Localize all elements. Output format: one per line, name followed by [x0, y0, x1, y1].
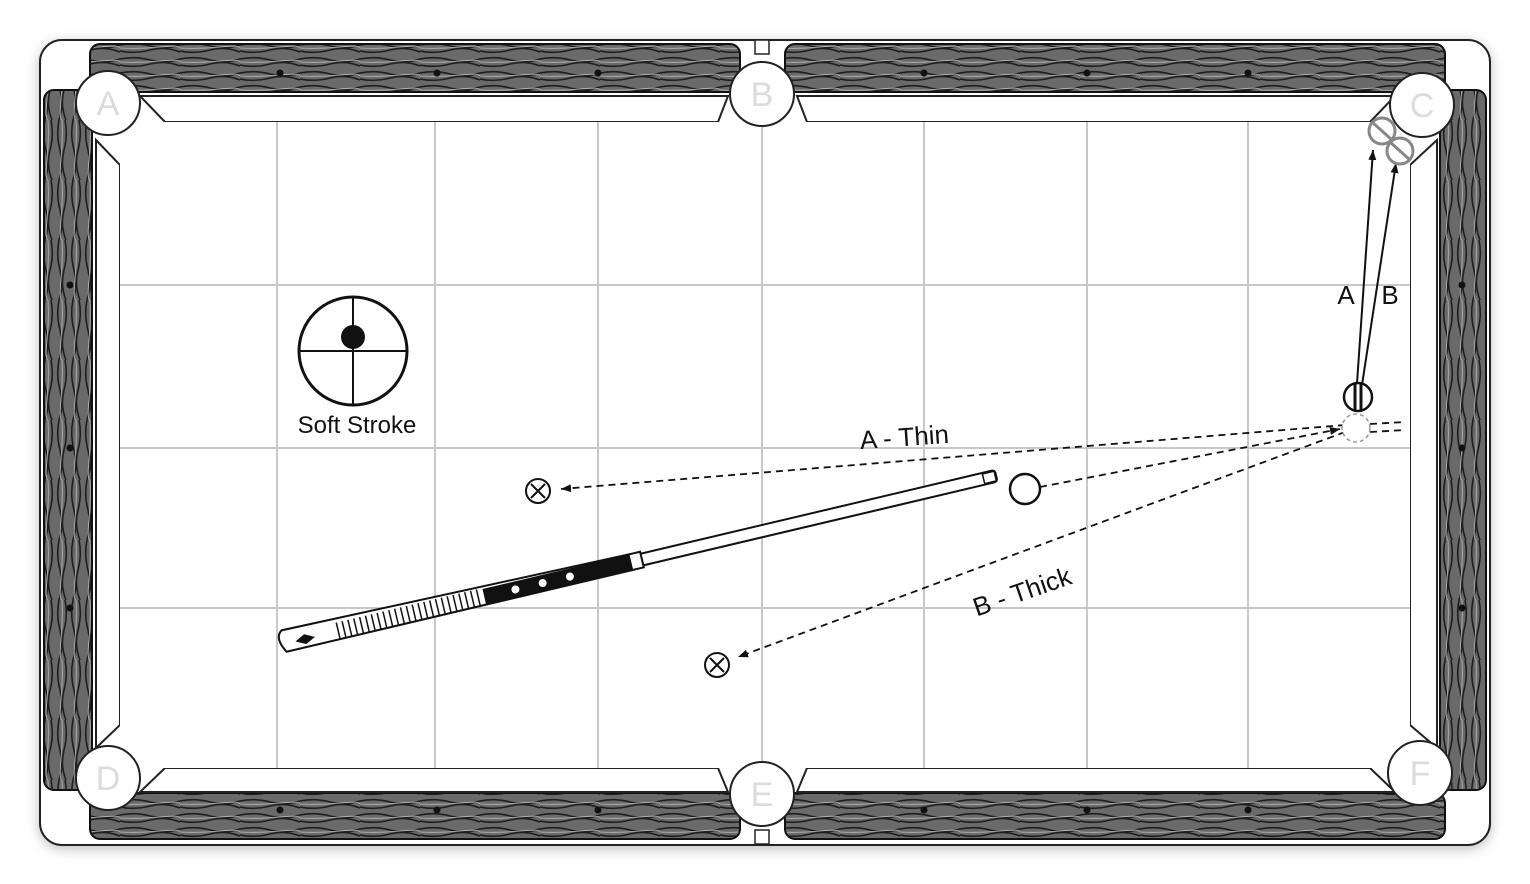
grid-lines: [120, 122, 1410, 768]
pocket-label-b: B: [751, 76, 774, 114]
top-rail-right: [784, 43, 1446, 93]
cushion-bottom-right: [795, 767, 1398, 793]
pocket-label-a: A: [97, 85, 120, 123]
diamond: [1244, 806, 1252, 814]
cue-ball-path-to-object: [1039, 426, 1341, 488]
bottom-rail-left: [89, 792, 741, 840]
cue-forearm: [482, 554, 633, 605]
cushion-left: [95, 137, 121, 751]
object-path-a: [1355, 149, 1377, 399]
diamond: [433, 806, 441, 814]
pocket-a: A: [75, 70, 141, 136]
ghost-balls: [1367, 116, 1415, 166]
pocket-label-f: F: [1410, 755, 1431, 793]
pockets: A B C D E F: [75, 61, 1455, 827]
ghost-ball-b: [1385, 136, 1415, 166]
diamond: [920, 69, 928, 77]
cushion-right: [1409, 137, 1438, 751]
cue-stick: [277, 469, 998, 653]
cushion-top-right: [795, 95, 1398, 123]
thin-path-label: A - Thin: [859, 419, 950, 455]
cushion-top-left: [137, 95, 730, 123]
pocket-e: E: [729, 761, 795, 827]
cushion-bottom-left: [137, 767, 730, 793]
diamond: [1244, 69, 1252, 77]
diamond: [276, 806, 284, 814]
pocket-label-c: C: [1410, 87, 1435, 125]
object-ball: [1342, 381, 1374, 413]
diamond: [276, 69, 284, 77]
pocket-label-d: D: [96, 760, 121, 798]
diamond: [594, 69, 602, 77]
cue-tip-indicator: Soft Stroke: [297, 295, 417, 439]
cue-ball: [1008, 472, 1042, 506]
aim-line-right: [1369, 421, 1406, 425]
pocket-b: B: [729, 61, 795, 127]
cue-butt-cap: [295, 634, 315, 645]
pocket-d: D: [75, 745, 141, 811]
rail-diamonds: [66, 69, 1466, 814]
target-marker-thick: [704, 652, 730, 678]
diamond: [1083, 806, 1091, 814]
diamond: [66, 281, 74, 289]
pocket-label-e: E: [751, 776, 774, 814]
path-letter-b: B: [1381, 280, 1398, 310]
ghost-contact-ball: [1341, 413, 1371, 443]
bottom-rail-right: [784, 792, 1446, 840]
pocket-f: F: [1387, 740, 1453, 806]
object-path-b: [1359, 162, 1399, 399]
diamond: [920, 806, 928, 814]
diamond: [1458, 604, 1466, 612]
diamond: [1458, 444, 1466, 452]
soft-stroke-label: Soft Stroke: [298, 412, 417, 439]
cue-ferrule: [981, 470, 998, 485]
notch-bottom: [754, 829, 770, 845]
cue-wrap: [335, 589, 482, 640]
right-rail: [1439, 89, 1487, 791]
left-rail: [43, 89, 93, 791]
diamond: [594, 806, 602, 814]
diamond: [1083, 69, 1091, 77]
cushions: [95, 95, 1438, 793]
tip-position-dot: [341, 325, 365, 349]
ghost-ball-a: [1367, 116, 1397, 146]
diamond: [1458, 281, 1466, 289]
ball-paths: [560, 421, 1406, 658]
diamond: [433, 69, 441, 77]
pocket-c: C: [1389, 72, 1455, 138]
path-letter-a: A: [1337, 280, 1355, 310]
notch-top: [754, 39, 770, 55]
top-rail-left: [89, 43, 741, 93]
playing-surface: [120, 122, 1410, 768]
diamond: [66, 604, 74, 612]
diamond: [66, 444, 74, 452]
target-marker-thin: [525, 478, 551, 504]
aim-line-right-2: [1369, 429, 1406, 433]
object-paths: [1355, 149, 1399, 399]
